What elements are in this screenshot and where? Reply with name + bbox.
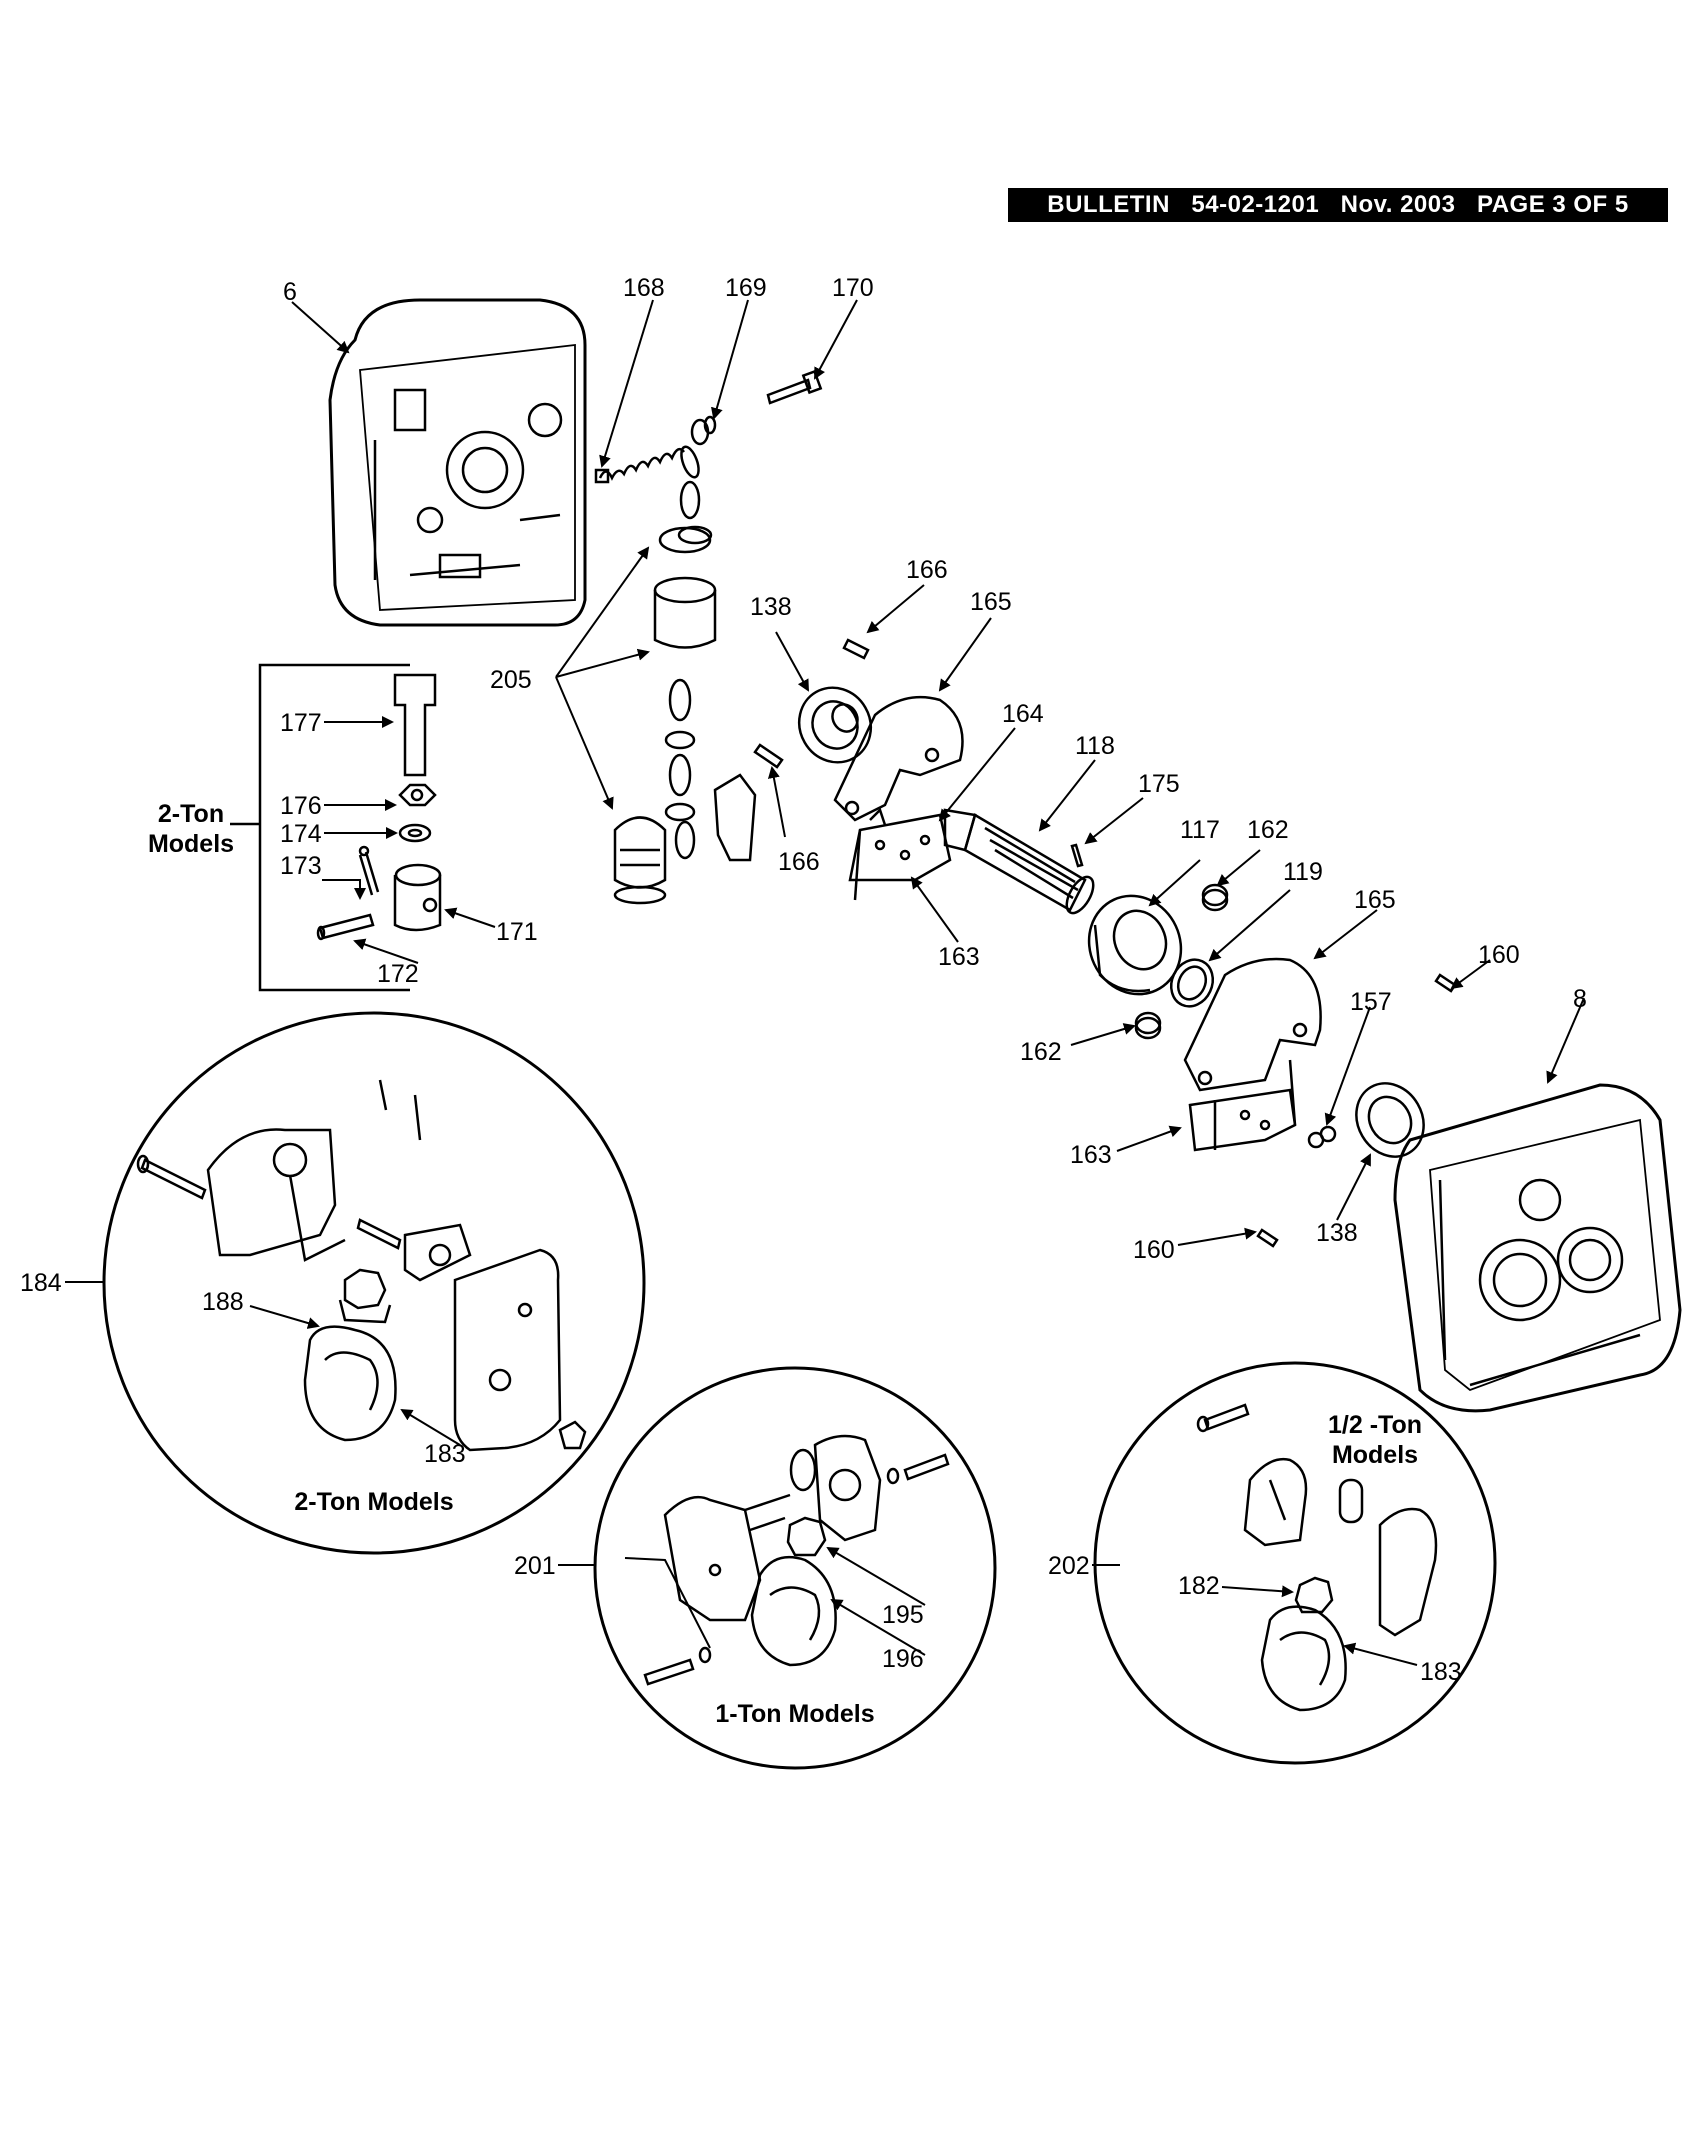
nut-117 [1087, 894, 1183, 996]
bushing-162-lower [1134, 1011, 1162, 1040]
label-part-173: 173 [280, 852, 322, 880]
side-plate-165-lower [1183, 957, 1322, 1092]
pin-160-upper [1434, 973, 1457, 993]
label-part-163-lower: 163 [1070, 1141, 1112, 1169]
housing-cover-6 [328, 298, 587, 627]
label-part-205: 205 [490, 666, 532, 694]
label-part-201: 201 [514, 1552, 556, 1580]
label-part-202: 202 [1048, 1552, 1090, 1580]
label-part-166-top: 166 [906, 556, 948, 584]
bulletin-header: BULLETIN 54-02-1201 Nov. 2003 PAGE 3 OF … [1008, 188, 1668, 222]
label-part-166-lower: 166 [778, 848, 820, 876]
model-captions: 2-Ton Models 2-Ton Models 1-Ton Models 1… [148, 800, 1422, 1728]
label-part-168: 168 [623, 274, 665, 302]
detail-circle-201 [593, 1366, 997, 1770]
drive-shaft-118 [943, 808, 1095, 915]
label-part-196: 196 [882, 1645, 924, 1673]
pin-172 [316, 913, 375, 941]
label-part-183-b: 183 [1420, 1658, 1462, 1686]
label-part-164: 164 [1002, 700, 1044, 728]
label-part-165-lower: 165 [1354, 886, 1396, 914]
cotter-pin-173 [358, 845, 380, 896]
label-part-183-a: 183 [424, 1440, 466, 1468]
washer-174 [398, 823, 432, 843]
caption-half-ton-line2: Models [1332, 1441, 1418, 1469]
part-labels: 6 168 169 170 166 165 138 205 164 118 17… [20, 274, 1587, 1686]
label-part-176: 176 [280, 792, 322, 820]
bolt-170 [766, 369, 823, 405]
pin-166-top [842, 638, 870, 660]
label-part-8: 8 [1573, 985, 1587, 1013]
chain-assembly-205 [613, 526, 757, 905]
label-part-172: 172 [377, 960, 419, 988]
label-part-195: 195 [882, 1601, 924, 1629]
caption-2-ton-box-line1: 2-Ton [158, 800, 224, 828]
bearing-138-lower [1355, 1082, 1425, 1158]
bolt-177 [393, 673, 437, 777]
label-part-165-top: 165 [970, 588, 1012, 616]
label-part-169: 169 [725, 274, 767, 302]
label-part-174: 174 [280, 820, 322, 848]
leader-arrows [65, 299, 1585, 1666]
load-chain-169 [677, 415, 717, 545]
label-part-162-lower: 162 [1020, 1038, 1062, 1066]
label-part-119: 119 [1283, 858, 1323, 886]
label-part-162-upper: 162 [1247, 816, 1289, 844]
side-plate-165-top [833, 695, 964, 822]
two-ton-bracket [230, 663, 410, 992]
label-part-160-upper: 160 [1478, 941, 1520, 969]
label-part-177: 177 [280, 709, 322, 737]
label-part-182: 182 [1178, 1572, 1220, 1600]
label-part-157: 157 [1350, 988, 1392, 1016]
pawl-assembly-163-lower [1188, 1059, 1297, 1152]
label-part-138-top: 138 [750, 593, 792, 621]
washer-119 [1169, 958, 1215, 1008]
label-part-118: 118 [1075, 732, 1115, 760]
pawl-assembly-163-upper [848, 807, 952, 901]
label-part-188: 188 [202, 1288, 244, 1316]
label-part-170: 170 [832, 274, 874, 302]
key-175 [1070, 843, 1084, 868]
label-part-160-lower: 160 [1133, 1236, 1175, 1264]
caption-2-ton-box-line2: Models [148, 830, 234, 858]
label-part-175: 175 [1138, 770, 1180, 798]
label-part-117: 117 [1180, 816, 1220, 844]
caption-2-ton-circle: 2-Ton Models [294, 1488, 453, 1516]
pin-166-lower [753, 743, 784, 769]
pin-160-lower [1256, 1228, 1279, 1248]
housing-8 [1393, 1083, 1682, 1413]
detail-circle-202 [1093, 1361, 1497, 1765]
detail-circle-184 [102, 1011, 646, 1555]
sleeve-171 [393, 863, 442, 932]
label-part-138-lower: 138 [1316, 1219, 1358, 1247]
label-part-184: 184 [20, 1269, 62, 1297]
caption-half-ton-line1: 1/2 -Ton [1328, 1411, 1422, 1439]
spring-168 [594, 447, 685, 484]
washer-157 [1307, 1125, 1337, 1149]
label-part-163-upper: 163 [938, 943, 980, 971]
bushing-162-upper [1201, 883, 1229, 912]
label-part-171: 171 [496, 918, 538, 946]
nut-176 [398, 783, 437, 807]
caption-1-ton-circle: 1-Ton Models [715, 1700, 874, 1728]
label-part-6: 6 [283, 278, 297, 306]
